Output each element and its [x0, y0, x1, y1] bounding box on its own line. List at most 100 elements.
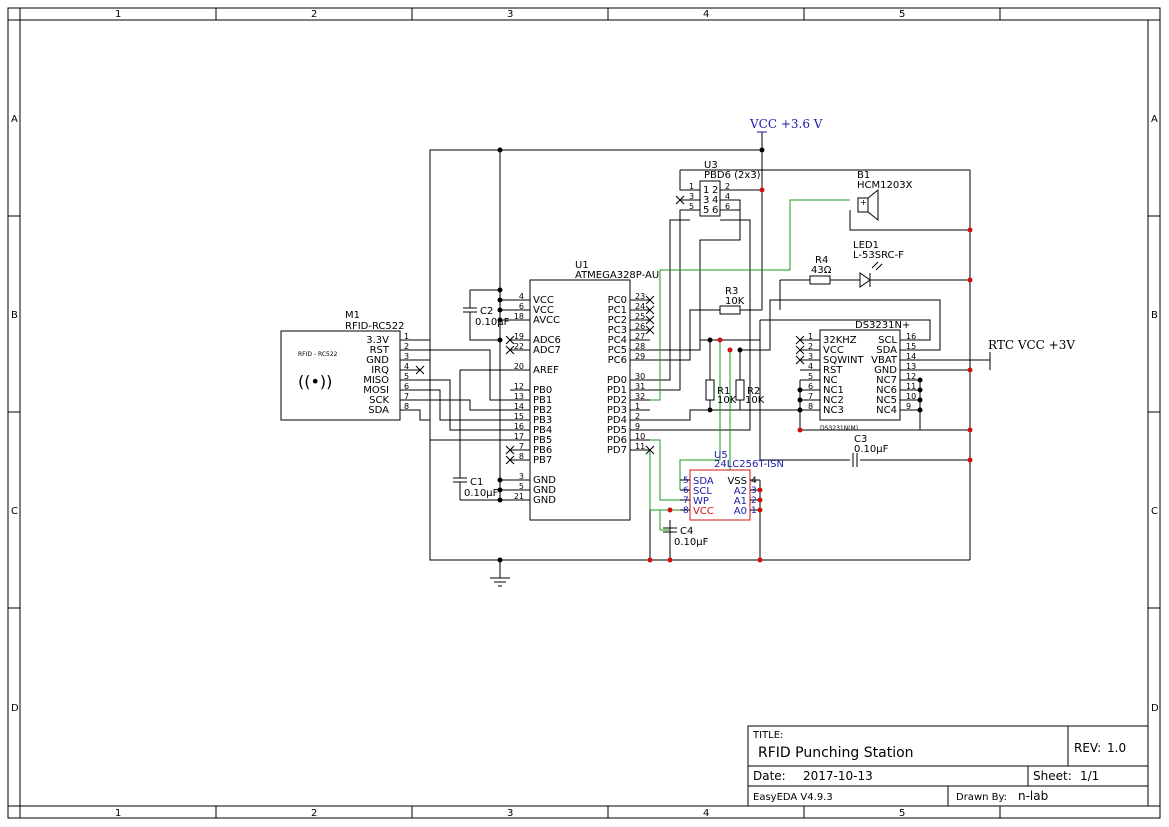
m1-pin-number: 6	[404, 382, 409, 391]
svg-text:DS3231N+: DS3231N+	[855, 320, 910, 331]
svg-text:R1: R1	[717, 386, 730, 397]
svg-text:0.10μF: 0.10μF	[475, 317, 510, 328]
m1-pin-name: GND	[366, 355, 389, 366]
u5-pin-number: 4	[751, 476, 757, 486]
u1-pin-number: 1	[635, 402, 640, 411]
date-label: Date:	[753, 769, 786, 783]
svg-text:R3: R3	[725, 286, 738, 297]
u1-pin-name: PD5	[607, 425, 627, 436]
u1-pin-name: ADC6	[533, 335, 561, 346]
u1-pin-name: PB4	[533, 425, 552, 436]
title-block: TITLE: RFID Punching Station REV: 1.0 Da…	[747, 725, 1149, 807]
sheet-label: Sheet:	[1033, 769, 1072, 783]
u5-pin-number: 2	[751, 496, 757, 506]
ds-pin-number: 16	[906, 332, 916, 341]
ds-pin-name: NC3	[823, 405, 844, 416]
u5-pin-name: WP	[693, 496, 709, 507]
m1-pin-number: 1	[404, 332, 409, 341]
svg-text:HCM1203X: HCM1203X	[857, 180, 913, 191]
row-label: A	[1151, 114, 1158, 125]
col-label: 1	[115, 9, 121, 20]
u1-pin-name: PB7	[533, 455, 552, 466]
u3-pin-name: 4	[712, 195, 718, 206]
u1-pin-number: 3	[519, 472, 524, 481]
col-label: 2	[311, 9, 317, 20]
svg-text:PBD6 (2x3): PBD6 (2x3)	[704, 170, 761, 181]
ds-pin-name: SCL	[878, 335, 897, 346]
r1-resistor: R1 10K	[705, 379, 737, 406]
u1-pin-number: 17	[514, 432, 524, 441]
m1-pin-name: 3.3V	[366, 335, 389, 346]
ds-pin-name: SQWINT	[823, 355, 865, 366]
svg-text:LED1: LED1	[853, 240, 879, 251]
u1-pin-name: PC5	[608, 345, 627, 356]
ds-pin-number: 14	[906, 352, 916, 361]
u1-pin-name: PD4	[607, 415, 627, 426]
u3-pin-number: 1	[689, 182, 694, 191]
u1-pin-number: 14	[514, 402, 524, 411]
u1-pin-number: 5	[519, 482, 524, 491]
u5-pin-name: A2	[734, 486, 747, 497]
ds-pin-number: 2	[808, 342, 813, 351]
m1-pin-number: 5	[404, 372, 409, 381]
c2-capacitor: C2 0.10μF	[463, 290, 510, 328]
u1-pin-name: AVCC	[533, 315, 560, 326]
u1-pin-name: PC1	[608, 305, 627, 316]
u1-pin-name: GND	[533, 475, 556, 486]
ds-pin-number: 9	[906, 402, 911, 411]
u1-pin-name: PD1	[607, 385, 627, 396]
u1-pin-number: 12	[514, 382, 524, 391]
u1-pin-name: PD6	[607, 435, 627, 446]
u1-pin-name: VCC	[533, 305, 554, 316]
m1-pin-name: IRQ	[371, 365, 389, 376]
u5-pin-name: VSS	[727, 476, 747, 487]
m1-pin-name: SDA	[368, 405, 389, 416]
col-label: 3	[507, 9, 513, 20]
u1-pin-name: PB6	[533, 445, 552, 456]
svg-text:U1: U1	[575, 260, 589, 271]
u1-pin-name: PB3	[533, 415, 552, 426]
ds-pin-name: NC7	[876, 375, 897, 386]
u1-pin-number: 29	[635, 352, 645, 361]
ds-pin-number: 5	[808, 372, 813, 381]
no-connect-mark	[505, 335, 515, 345]
svg-text:10K: 10K	[725, 296, 745, 307]
svg-text:C2: C2	[480, 306, 493, 317]
u3-pin-name: 1	[703, 185, 709, 196]
u1-pin-name: PC2	[608, 315, 627, 326]
no-connect-mark	[645, 325, 655, 335]
r2-resistor: R2 10K	[735, 379, 765, 406]
rev-value: 1.0	[1107, 741, 1126, 755]
col-label: 2	[311, 808, 317, 819]
u3-pin-name: 3	[703, 195, 709, 206]
ds-pin-name: NC	[823, 375, 837, 386]
m1-pin-number: 2	[404, 342, 409, 351]
u1-pin-number: 31	[635, 382, 645, 391]
u1-pin-name: PD0	[607, 375, 627, 386]
u1-pin-number: 11	[635, 442, 645, 451]
ds-pin-number: 12	[906, 372, 916, 381]
svg-text:R4: R4	[815, 255, 828, 266]
sheet-value: 1/1	[1080, 769, 1099, 783]
ds-pin-number: 4	[808, 362, 813, 371]
u3-pin-number: 4	[725, 192, 730, 201]
u1-pin-number: 8	[519, 452, 524, 461]
svg-text:10K: 10K	[717, 395, 737, 406]
no-connect-mark	[505, 455, 515, 465]
junctions	[497, 147, 973, 563]
row-label: C	[11, 506, 18, 517]
svg-text:24LC256T-ISN: 24LC256T-ISN	[714, 459, 784, 470]
u1-pin-number: 21	[514, 492, 524, 501]
u5-pin-number: 8	[683, 506, 689, 516]
rfid-wave-icon: ((•))	[298, 372, 332, 391]
u1-pin-name: PC4	[608, 335, 627, 346]
ds-pin-number: 1	[808, 332, 813, 341]
b1-buzzer: B1 HCM1203X +	[857, 170, 913, 222]
m1-pin-number: 3	[404, 352, 409, 361]
u1-pin-name: PC0	[608, 295, 627, 306]
col-label: 4	[703, 9, 709, 20]
no-connect-mark	[795, 355, 805, 365]
